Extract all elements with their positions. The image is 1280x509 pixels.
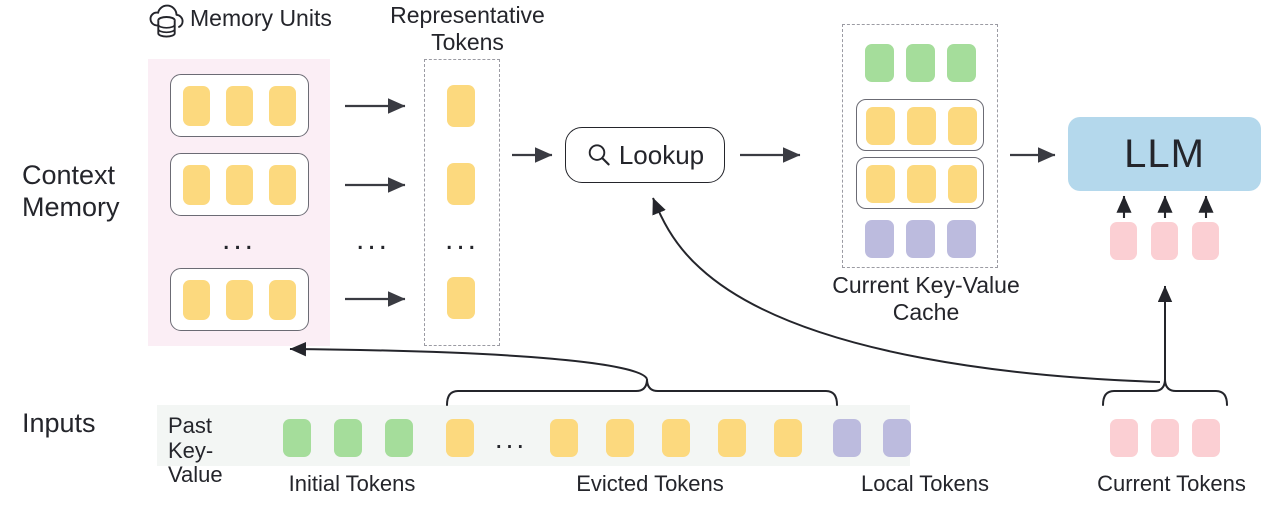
kv-token-yellow xyxy=(948,165,977,203)
memory-token xyxy=(226,165,253,205)
evicted-tokens-label: Evicted Tokens xyxy=(576,471,724,496)
kv-cache-row-retrieved xyxy=(856,99,984,151)
representative-tokens-label: Representative Tokens xyxy=(390,2,545,56)
memory-unit[interactable] xyxy=(170,74,309,137)
llm-input-token xyxy=(1151,222,1178,260)
input-token-evicted xyxy=(662,419,690,457)
memory-units-ellipsis: ... xyxy=(221,223,256,256)
memory-token xyxy=(269,280,296,320)
local-tokens-label: Local Tokens xyxy=(860,471,989,496)
memory-units-label: Memory Units xyxy=(190,5,332,31)
arrows-ellipsis: ... xyxy=(355,223,390,256)
inputs-row-label: Inputs xyxy=(22,408,96,438)
input-token-evicted xyxy=(774,419,802,457)
llm-input-token xyxy=(1110,222,1137,260)
representative-token xyxy=(447,277,475,319)
memory-token xyxy=(226,86,253,126)
initial-tokens-label: Initial Tokens xyxy=(288,471,416,496)
kv-token-purple xyxy=(947,220,976,258)
brace-evicted-tokens xyxy=(446,378,838,406)
input-token-evicted xyxy=(550,419,578,457)
kv-token-yellow xyxy=(866,165,895,203)
current-token xyxy=(1192,419,1220,457)
llm-input-token xyxy=(1192,222,1219,260)
input-token-local xyxy=(883,419,911,457)
kv-token-green xyxy=(865,44,894,82)
kv-token-purple xyxy=(906,220,935,258)
context-memory-row-label: Context Memory xyxy=(22,160,120,222)
arrow-evicted-to-context-memory xyxy=(289,341,648,380)
memory-token xyxy=(269,86,296,126)
memory-token xyxy=(226,280,253,320)
representative-tokens-group xyxy=(424,59,500,346)
current-kv-cache-label: Current Key-Value Cache xyxy=(832,272,1020,326)
input-token-local xyxy=(833,419,861,457)
memory-unit[interactable] xyxy=(170,268,309,331)
memory-token xyxy=(183,165,210,205)
memory-token xyxy=(269,165,296,205)
current-token xyxy=(1151,419,1179,457)
input-token-initial xyxy=(334,419,362,457)
search-icon xyxy=(588,144,610,166)
brace-current-tokens xyxy=(1102,378,1228,406)
input-token-evicted xyxy=(446,419,474,457)
kv-token-green xyxy=(906,44,935,82)
past-key-value-label: Past Key-Value xyxy=(168,413,223,488)
lookup-label: Lookup xyxy=(618,139,705,170)
current-tokens-label: Current Tokens xyxy=(1097,471,1246,496)
kv-token-yellow xyxy=(866,107,895,145)
llm-block[interactable]: LLM xyxy=(1068,117,1261,191)
llm-label: LLM xyxy=(1124,131,1205,176)
input-token-initial xyxy=(283,419,311,457)
input-tokens-ellipsis: ... xyxy=(494,423,528,454)
input-token-evicted xyxy=(606,419,634,457)
kv-token-yellow xyxy=(907,165,936,203)
representative-token xyxy=(447,163,475,205)
current-token xyxy=(1110,419,1138,457)
kv-token-purple xyxy=(865,220,894,258)
cloud-database-icon xyxy=(148,1,190,43)
memory-unit[interactable] xyxy=(170,153,309,216)
kv-cache-row-local xyxy=(862,216,978,262)
memory-token xyxy=(183,86,210,126)
input-token-initial xyxy=(385,419,413,457)
kv-cache-row-retrieved xyxy=(856,157,984,209)
lookup-button[interactable]: Lookup xyxy=(565,127,725,183)
kv-token-green xyxy=(947,44,976,82)
input-token-evicted xyxy=(718,419,746,457)
kv-cache-row-initial xyxy=(862,40,978,86)
kv-token-yellow xyxy=(948,107,977,145)
representative-tokens-ellipsis: ... xyxy=(444,223,479,256)
memory-token xyxy=(183,280,210,320)
representative-token xyxy=(447,85,475,127)
kv-token-yellow xyxy=(907,107,936,145)
